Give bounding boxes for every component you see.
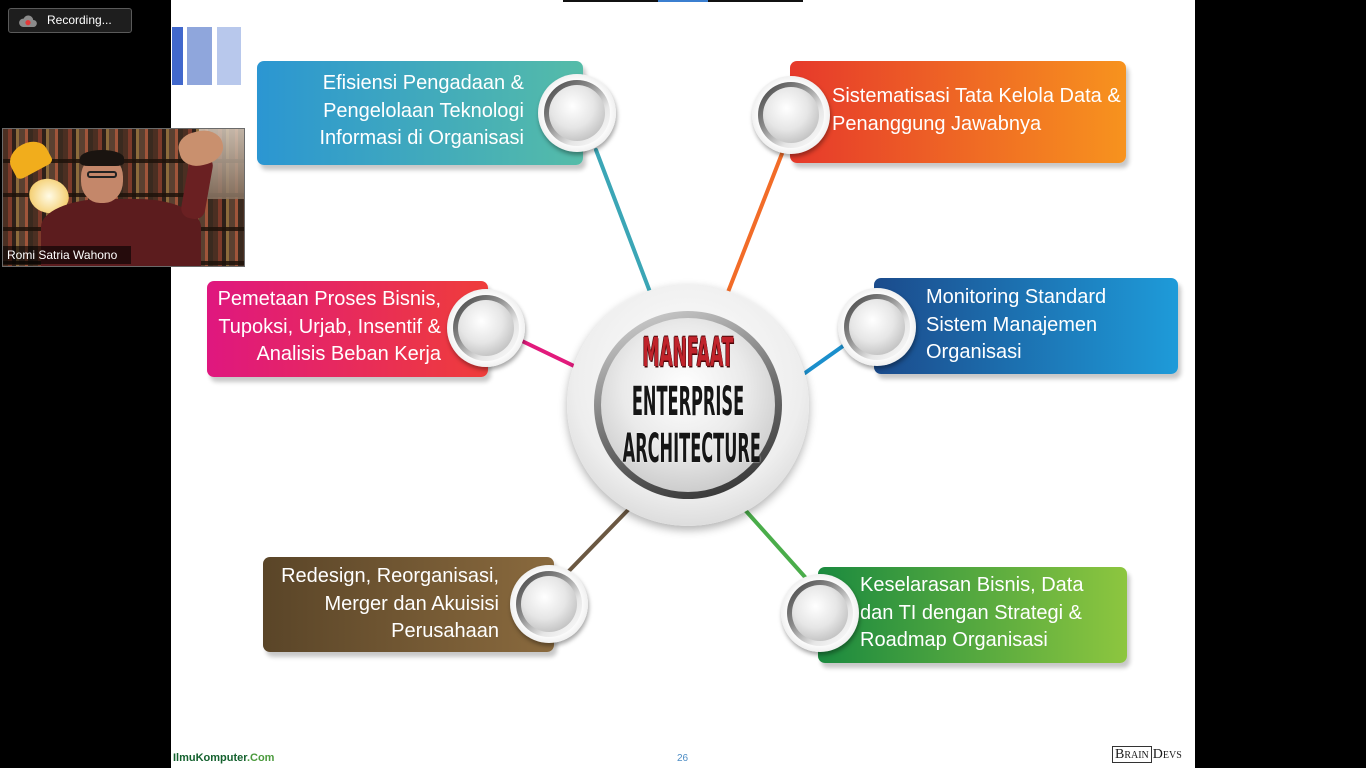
cloud-record-icon xyxy=(19,15,37,27)
benefit-line: Pemetaan Proses Bisnis, xyxy=(217,288,441,310)
node-circle-core xyxy=(792,585,848,641)
node-circle-sistematisasi xyxy=(752,76,830,154)
benefit-line: Efisiensi Pengadaan & xyxy=(322,72,524,94)
footer-brand-name: IlmuKomputer xyxy=(173,752,247,764)
benefit-line: Roadmap Organisasi xyxy=(860,629,1048,651)
benefit-box-sistematisasi xyxy=(790,61,1126,163)
benefit-box-keselarasan xyxy=(818,567,1127,663)
connector-line-monitoring xyxy=(803,344,845,375)
benefit-line: Perusahaan xyxy=(391,620,499,642)
node-circle-core xyxy=(458,300,514,356)
decor-bar-medium xyxy=(187,27,212,85)
benefit-line: Redesign, Reorganisasi, xyxy=(281,565,499,587)
slide-top-rule-accent xyxy=(658,0,708,2)
decor-bar-dark xyxy=(172,27,183,85)
participant-hair xyxy=(80,150,124,166)
decor-bar-light xyxy=(217,27,241,85)
benefit-text-pemetaan: Pemetaan Proses Bisnis, Tupoksi, Urjab, … xyxy=(207,286,441,369)
recording-indicator[interactable]: Recording... xyxy=(8,8,132,33)
benefit-box-efisiensi xyxy=(257,61,583,165)
participant-video-tile[interactable]: Romi Satria Wahono xyxy=(2,128,245,267)
participant-glasses xyxy=(87,171,117,178)
benefit-text-efisiensi: Efisiensi Pengadaan & Pengelolaan Teknol… xyxy=(257,70,524,153)
node-circle-efisiensi xyxy=(538,74,616,152)
footer-brand-ilmukomputer: IlmuKomputer.Com xyxy=(173,752,274,764)
benefit-box-pemetaan xyxy=(207,281,488,377)
center-hub-circle xyxy=(567,284,809,526)
benefit-line: Analisis Beban Kerja xyxy=(256,343,441,365)
benefit-text-keselarasan: Keselarasan Bisnis, Data dan TI dengan S… xyxy=(860,572,1125,655)
node-circle-monitoring xyxy=(838,288,916,366)
benefit-line: Informasi di Organisasi xyxy=(319,127,524,149)
center-hub-core xyxy=(601,318,775,492)
benefit-line: Keselarasan Bisnis, Data xyxy=(860,574,1084,596)
node-circle-core xyxy=(849,299,905,355)
footer-brand-suffix: .Com xyxy=(246,752,275,764)
center-title-enterprise: ENTERPRISE xyxy=(631,378,745,426)
connector-line-redesign xyxy=(564,508,630,576)
node-circle-core xyxy=(521,576,577,632)
node-circle-pemetaan xyxy=(447,289,525,367)
benefit-text-sistematisasi: Sistematisasi Tata Kelola Data & Penangg… xyxy=(832,83,1126,138)
node-circle-keselarasan xyxy=(781,574,859,652)
benefit-line: Monitoring Standard xyxy=(926,286,1107,308)
node-circle-core xyxy=(549,85,605,141)
slide-top-rule xyxy=(563,0,803,2)
benefit-line: dan TI dengan Strategi & xyxy=(860,601,1083,624)
footer-brand-part-b: Devs xyxy=(1152,747,1182,762)
benefit-line: Tupoksi, Urjab, Insentif & xyxy=(218,315,441,338)
footer-brand-part-a: Brain xyxy=(1112,746,1152,763)
benefit-line: Sistematisasi Tata Kelola Data & xyxy=(832,85,1121,107)
benefit-text-monitoring: Monitoring Standard Sistem Manajemen Org… xyxy=(926,284,1176,367)
benefit-box-redesign xyxy=(263,557,554,652)
connector-line-sistematisasi xyxy=(726,149,785,294)
center-title-architecture: ARCHITECTURE xyxy=(622,425,761,473)
connector-line-efisiensi xyxy=(594,148,652,294)
connector-line-keselarasan xyxy=(744,509,807,579)
benefit-line: Merger dan Akuisisi xyxy=(324,592,499,615)
benefit-line: Pengelolaan Teknologi xyxy=(323,99,524,122)
benefit-box-monitoring xyxy=(874,278,1178,374)
benefit-line: Sistem Manajemen xyxy=(926,313,1098,336)
connector-line-pemetaan xyxy=(520,339,576,368)
node-circle-core xyxy=(763,87,819,143)
recording-label: Recording... xyxy=(47,13,112,27)
slide-page-number: 26 xyxy=(677,753,689,764)
benefit-line: Organisasi xyxy=(926,341,1022,363)
benefit-text-redesign: Redesign, Reorganisasi, Merger dan Akuis… xyxy=(263,563,499,646)
center-title-manfaat: MANFAAT xyxy=(642,329,734,377)
benefit-line: Penanggung Jawabnya xyxy=(832,112,1042,135)
participant-name-label: Romi Satria Wahono xyxy=(3,246,131,264)
node-circle-redesign xyxy=(510,565,588,643)
